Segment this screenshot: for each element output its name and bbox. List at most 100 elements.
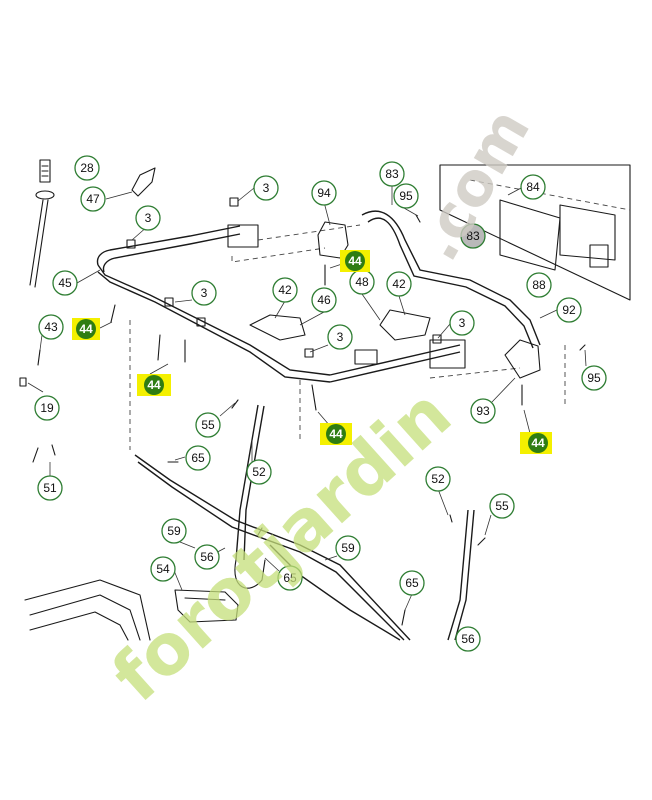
svg-text:44: 44 [329,427,343,441]
svg-text:65: 65 [405,576,419,590]
svg-text:59: 59 [167,524,181,538]
callout-83-grey: 83 [460,223,486,249]
callout-3e: 3 [449,310,475,336]
svg-text:54: 54 [156,562,170,576]
vertical-rod-52b [447,509,469,641]
callouts: 28 47 3 3 94 83 95 84 83 45 48 42 42 46 … [34,155,607,652]
rear-tube [361,210,541,346]
callout-19: 19 [34,395,60,421]
callout-65c: 65 [399,570,425,596]
callout-88: 88 [526,272,552,298]
svg-text:3: 3 [337,330,344,344]
svg-text:3: 3 [459,316,466,330]
highlight-44-e: 44 [520,432,552,454]
svg-text:46: 46 [317,293,331,307]
callout-47: 47 [80,186,106,212]
spring-rod [29,159,55,288]
svg-text:48: 48 [355,275,369,289]
svg-text:28: 28 [80,161,94,175]
highlight-44-a: 44 [340,250,370,272]
svg-text:47: 47 [86,192,100,206]
highlighted-callouts: 44 44 44 44 44 [72,250,552,454]
svg-text:3: 3 [263,181,270,195]
callout-42a: 42 [272,277,298,303]
callout-3a: 3 [253,175,279,201]
callout-48: 48 [349,269,375,295]
callout-59a: 59 [161,518,187,544]
deck-outline [24,579,151,641]
callout-65b: 65 [277,565,303,591]
svg-text:44: 44 [531,436,545,450]
svg-text:45: 45 [58,276,72,290]
callout-92: 92 [556,297,582,323]
svg-text:56: 56 [200,550,214,564]
highlight-44-b: 44 [72,318,100,340]
svg-text:51: 51 [43,481,57,495]
svg-text:44: 44 [147,378,161,392]
callout-55b: 55 [489,493,515,519]
callout-52a: 52 [246,459,272,485]
bracket-47-part [131,167,156,197]
callout-95a: 95 [393,183,419,209]
callout-51: 51 [37,475,63,501]
watermark-green-text: forotjardin [97,373,467,718]
svg-text:92: 92 [562,303,576,317]
callout-52b: 52 [425,466,451,492]
callout-94: 94 [311,180,337,206]
callout-56b: 56 [455,626,481,652]
callout-43: 43 [38,314,64,340]
leader-lines [27,184,587,611]
line-art [19,159,631,641]
callout-84: 84 [520,174,546,200]
callout-93: 93 [470,398,496,424]
callout-3c: 3 [191,280,217,306]
callout-45: 45 [52,270,78,296]
svg-text:95: 95 [587,371,601,385]
plate-48-part [379,309,431,341]
svg-text:44: 44 [79,322,93,336]
callout-56a: 56 [194,544,220,570]
svg-text:84: 84 [526,180,540,194]
svg-text:44: 44 [348,254,362,268]
handle-54-part [174,589,239,623]
callout-28: 28 [74,155,100,181]
svg-text:3: 3 [201,286,208,300]
callout-95b: 95 [581,365,607,391]
dashed-guides [129,224,566,450]
bracket-93-part [504,339,541,379]
callout-54: 54 [150,556,176,582]
lower-rod-a [134,454,411,641]
svg-text:55: 55 [201,418,215,432]
callout-55a: 55 [195,412,221,438]
highlight-44-d: 44 [320,423,352,445]
bracket-94-part [317,221,349,259]
svg-text:65: 65 [283,571,297,585]
front-frame [96,224,466,383]
callout-46: 46 [311,287,337,313]
svg-text:83: 83 [385,167,399,181]
highlight-44-c: 44 [137,374,171,396]
svg-text:3: 3 [145,211,152,225]
svg-text:43: 43 [44,320,58,334]
svg-text:52: 52 [252,465,266,479]
lower-rod-b [269,544,401,641]
svg-text:55: 55 [495,499,509,513]
callout-42b: 42 [386,271,412,297]
svg-text:65: 65 [191,451,205,465]
svg-text:19: 19 [40,401,54,415]
svg-text:88: 88 [532,278,546,292]
svg-text:59: 59 [341,541,355,555]
svg-text:94: 94 [317,186,331,200]
svg-text:83: 83 [466,229,480,243]
callout-65a: 65 [185,445,211,471]
svg-text:52: 52 [431,472,445,486]
svg-text:42: 42 [392,277,406,291]
callout-3b: 3 [135,205,161,231]
fasteners [19,197,586,626]
svg-text:93: 93 [476,404,490,418]
plate-46-part [249,314,306,341]
callout-3d: 3 [327,324,353,350]
callout-83: 83 [379,161,405,187]
svg-text:95: 95 [399,189,413,203]
